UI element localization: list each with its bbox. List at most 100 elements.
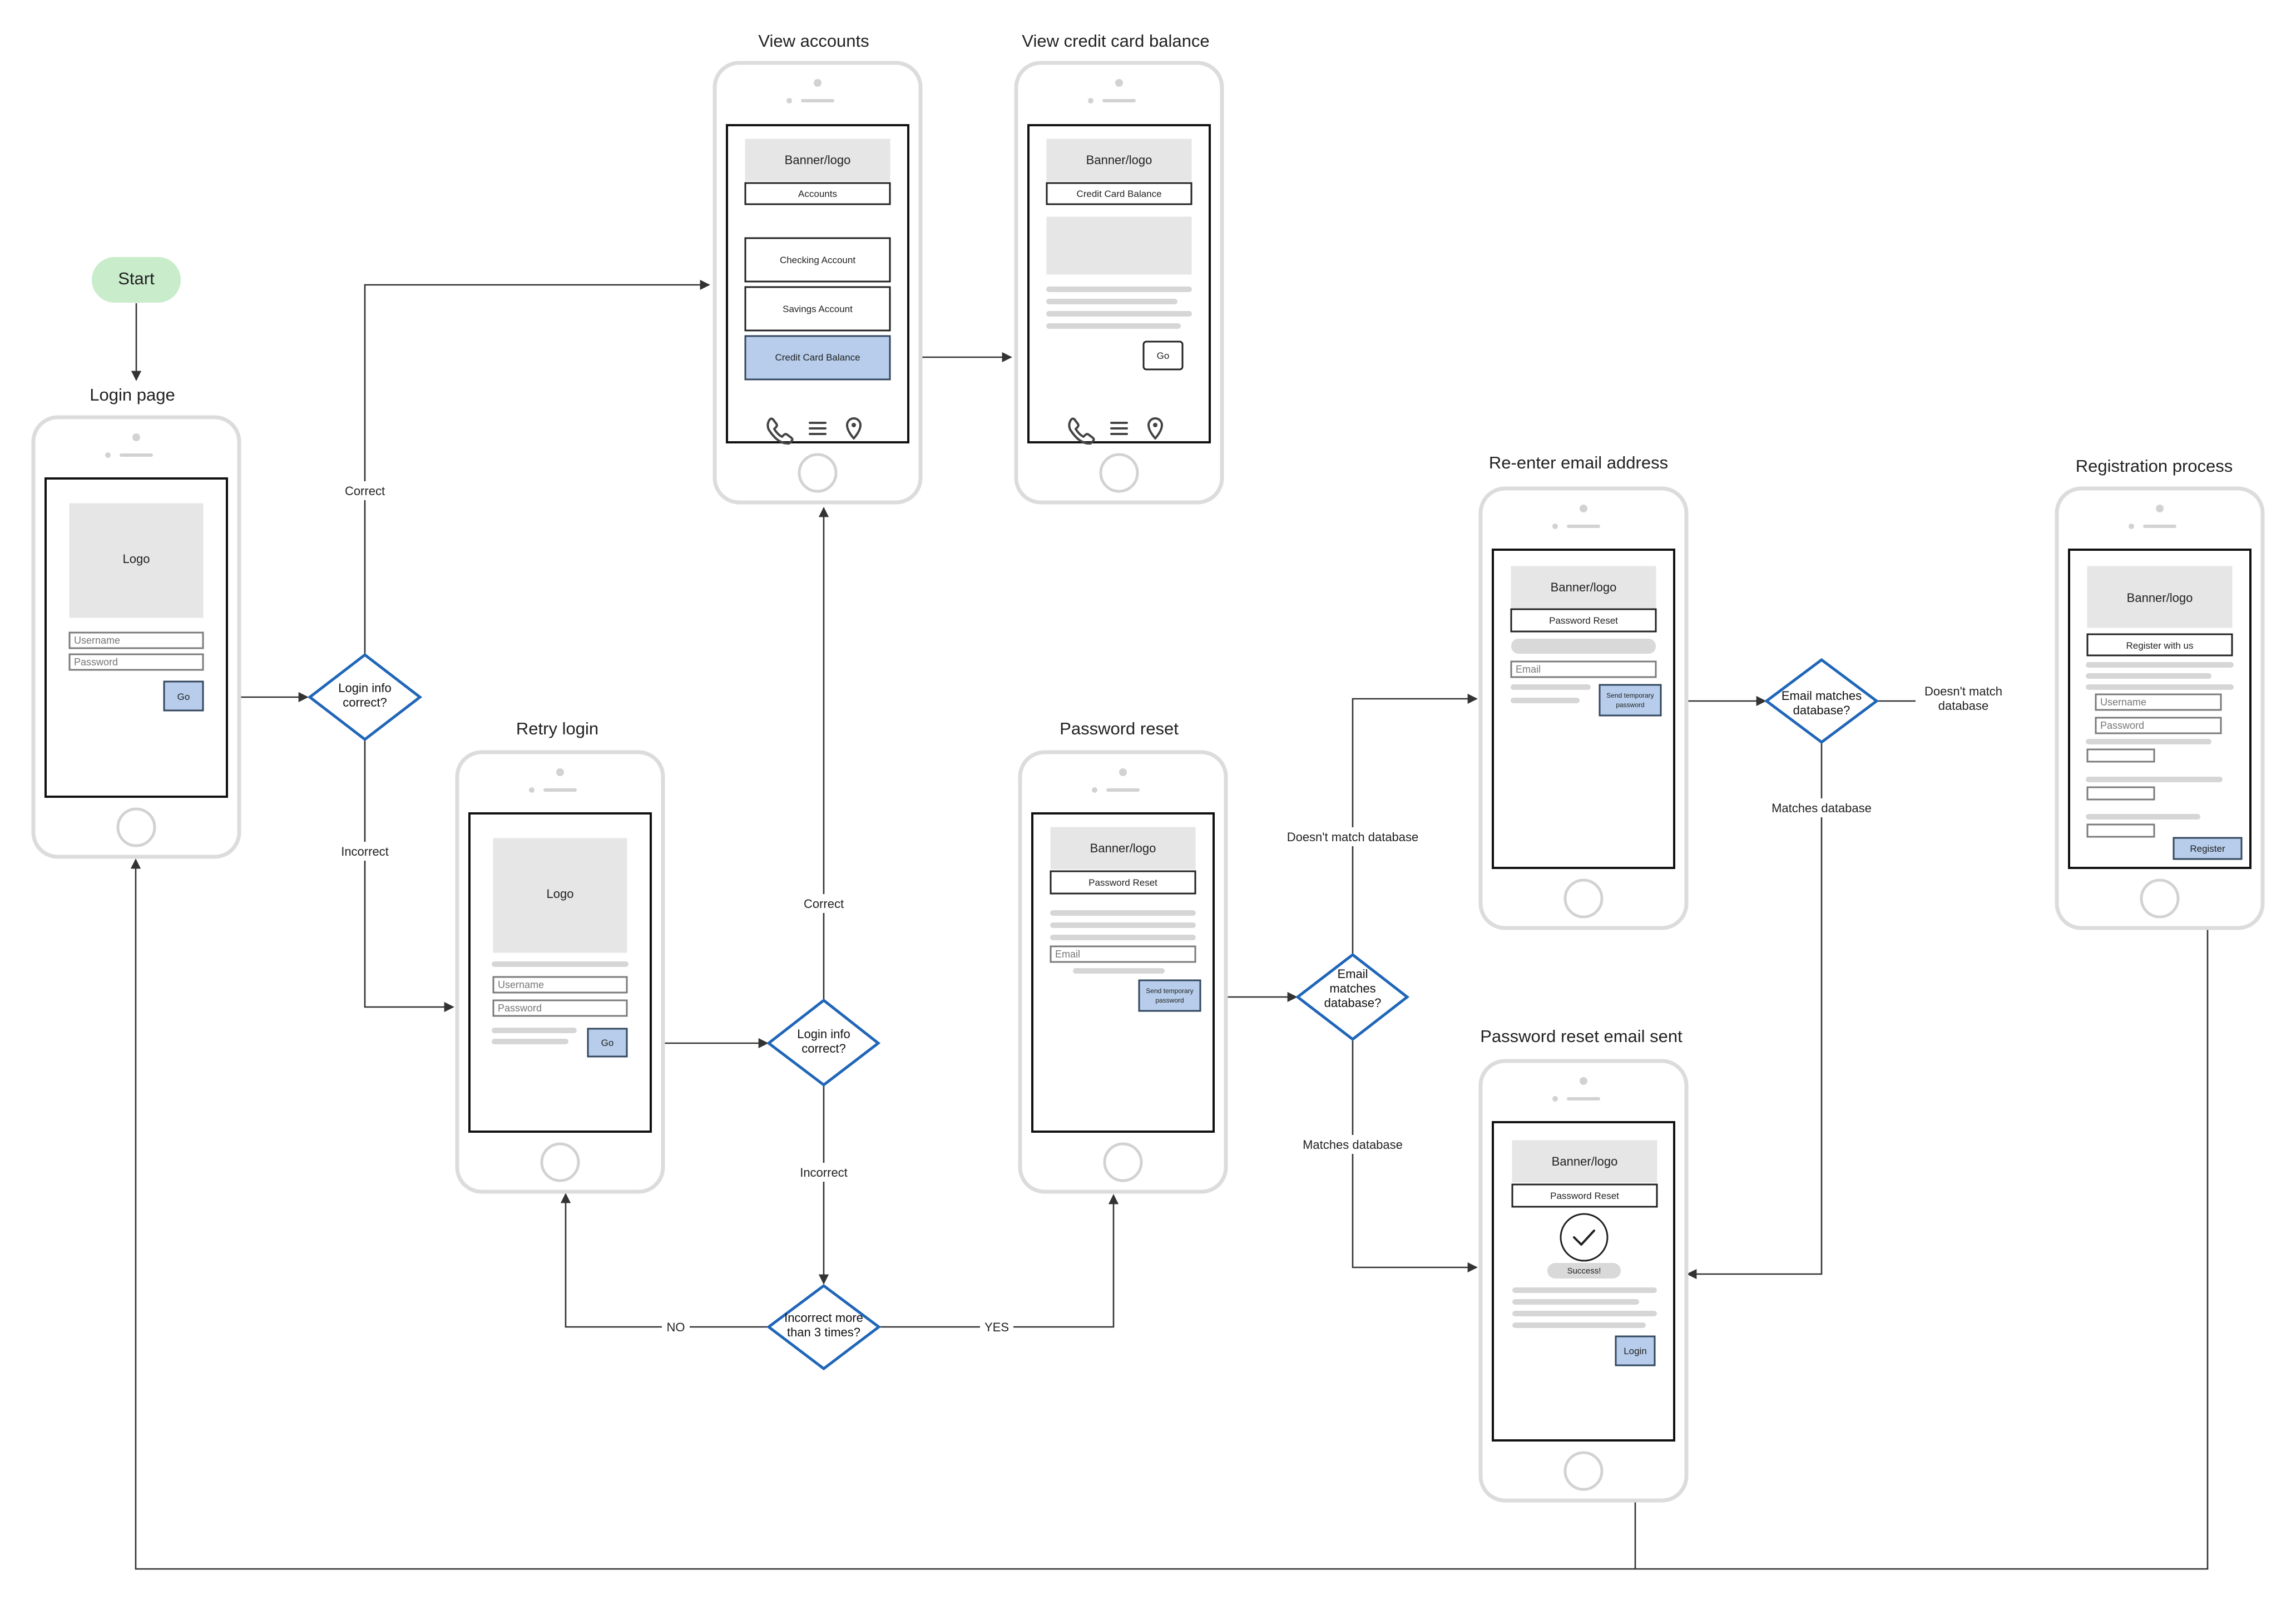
svg-text:Checking Account: Checking Account xyxy=(780,255,855,265)
svg-text:Password: Password xyxy=(74,657,118,668)
svg-text:Password Reset: Password Reset xyxy=(1549,615,1618,626)
svg-text:Banner/logo: Banner/logo xyxy=(1090,841,1156,855)
password-reset-phone: Banner/logo Password Reset Email Send te… xyxy=(1020,752,1226,1192)
svg-text:password: password xyxy=(1155,996,1184,1004)
svg-text:Send temporary: Send temporary xyxy=(1146,987,1193,995)
edge-labels: Correct Incorrect Correct Incorrect NO Y… xyxy=(334,481,2011,1336)
svg-text:database?: database? xyxy=(1793,703,1850,717)
decision-d4: Email matches database? xyxy=(1295,952,1410,1042)
label-d5-no-match-line1: Doesn't match xyxy=(1924,684,2002,698)
login-button[interactable] xyxy=(1615,1335,1656,1366)
go-button[interactable] xyxy=(587,1028,628,1058)
label-d5-match: Matches database xyxy=(1772,801,1872,815)
svg-text:than 3 times?: than 3 times? xyxy=(787,1325,860,1339)
svg-text:Accounts: Accounts xyxy=(798,189,837,199)
svg-text:Credit Card Balance: Credit Card Balance xyxy=(1076,189,1161,199)
title-view-credit-card-balance: View credit card balance xyxy=(1022,31,1209,51)
logo-placeholder: Logo xyxy=(123,552,150,566)
menu-icon[interactable] xyxy=(809,422,827,435)
svg-text:Banner/logo: Banner/logo xyxy=(785,153,851,167)
title-registration-process: Registration process xyxy=(2076,456,2233,476)
credit-card-balance-item[interactable] xyxy=(744,335,891,381)
svg-text:password: password xyxy=(1616,701,1644,709)
label-d3-yes: YES xyxy=(984,1320,1009,1334)
svg-text:Banner/logo: Banner/logo xyxy=(1552,1154,1618,1168)
svg-text:Email: Email xyxy=(1337,967,1368,981)
savings-account-item[interactable] xyxy=(744,286,891,332)
username-input[interactable] xyxy=(492,976,628,994)
svg-text:Login info: Login info xyxy=(338,681,391,695)
svg-text:Password: Password xyxy=(498,1003,542,1014)
view-accounts-phone: Banner/logo Accounts Checking Account Sa… xyxy=(715,63,921,502)
checking-account-item[interactable] xyxy=(744,237,891,283)
svg-text:database?: database? xyxy=(1324,996,1382,1010)
username-input[interactable] xyxy=(68,631,204,649)
svg-text:Login: Login xyxy=(1624,1346,1647,1356)
svg-text:Register with us: Register with us xyxy=(2126,640,2194,651)
svg-text:Password: Password xyxy=(2100,720,2144,731)
label-d4-no-match: Doesn't match database xyxy=(1287,830,1419,844)
password-input[interactable] xyxy=(2095,717,2222,734)
registration-process-phone: Banner/logo Register with us Username Pa… xyxy=(2057,488,2263,928)
send-temporary-password-button[interactable] xyxy=(1599,684,1662,717)
decision-d3: Incorrect more than 3 times? xyxy=(766,1284,882,1371)
svg-text:correct?: correct? xyxy=(343,695,387,709)
label-d2-correct: Correct xyxy=(804,897,844,911)
svg-text:Banner/logo: Banner/logo xyxy=(1086,153,1152,167)
username-input[interactable] xyxy=(2095,693,2222,711)
title-login-page: Login page xyxy=(90,385,175,404)
svg-text:Username: Username xyxy=(498,979,544,990)
go-button[interactable] xyxy=(163,680,204,712)
label-d1-incorrect: Incorrect xyxy=(341,845,389,858)
svg-text:Credit Card Balance: Credit Card Balance xyxy=(775,352,860,363)
location-pin-icon[interactable] xyxy=(1147,417,1163,440)
svg-text:Banner/logo: Banner/logo xyxy=(1551,580,1617,594)
email-input[interactable] xyxy=(1050,945,1196,963)
register-button[interactable] xyxy=(2173,837,2243,860)
svg-text:Savings Account: Savings Account xyxy=(783,304,853,314)
start-node: Start xyxy=(92,257,181,303)
svg-text:Password Reset: Password Reset xyxy=(1088,877,1157,888)
label-d4-match: Matches database xyxy=(1303,1138,1403,1152)
svg-text:Go: Go xyxy=(601,1038,614,1048)
svg-text:Email: Email xyxy=(1055,949,1080,960)
svg-text:Go: Go xyxy=(177,692,190,702)
send-temporary-password-button[interactable] xyxy=(1138,979,1201,1012)
phone-icon[interactable] xyxy=(1068,417,1095,445)
svg-text:correct?: correct? xyxy=(801,1042,845,1055)
svg-text:Logo: Logo xyxy=(547,887,574,901)
label-d5-no-match-line2: database xyxy=(1938,699,1989,713)
menu-icon[interactable] xyxy=(1110,422,1128,435)
label-d2-incorrect: Incorrect xyxy=(800,1166,848,1179)
title-view-accounts: View accounts xyxy=(758,31,869,51)
svg-text:Email matches: Email matches xyxy=(1782,689,1862,703)
label-d3-no: NO xyxy=(667,1320,685,1334)
title-retry-login: Retry login xyxy=(516,719,598,738)
svg-text:Register: Register xyxy=(2190,843,2225,854)
svg-text:Send temporary: Send temporary xyxy=(1606,692,1654,699)
checkmark-icon xyxy=(1560,1213,1609,1262)
decision-d2: Login info correct? xyxy=(766,998,881,1087)
email-input[interactable] xyxy=(1510,660,1657,678)
location-pin-icon[interactable] xyxy=(846,417,862,440)
svg-text:Password Reset: Password Reset xyxy=(1550,1191,1619,1201)
phone-icon[interactable] xyxy=(766,417,794,445)
go-button[interactable] xyxy=(1142,340,1184,371)
svg-text:Login info: Login info xyxy=(797,1027,850,1041)
start-label: Start xyxy=(118,269,155,288)
svg-text:Incorrect more: Incorrect more xyxy=(784,1311,863,1325)
decision-d1: Login info correct? xyxy=(307,653,423,742)
title-password-reset: Password reset xyxy=(1060,719,1179,738)
svg-text:matches: matches xyxy=(1329,981,1375,995)
retry-login-phone: Logo Username Password Go xyxy=(457,752,663,1192)
title-re-enter-email: Re-enter email address xyxy=(1489,453,1668,472)
password-input[interactable] xyxy=(68,653,204,671)
success-badge: Success! xyxy=(1567,1266,1601,1276)
svg-text:Username: Username xyxy=(74,635,120,646)
password-input[interactable] xyxy=(492,999,628,1017)
login-page-phone: Logo Username Password Go xyxy=(33,417,239,857)
svg-text:Email: Email xyxy=(1516,664,1541,675)
re-enter-email-phone: Banner/logo Password Reset Email Send te… xyxy=(1481,488,1686,928)
decision-d5: Email matches database? xyxy=(1764,658,1879,744)
